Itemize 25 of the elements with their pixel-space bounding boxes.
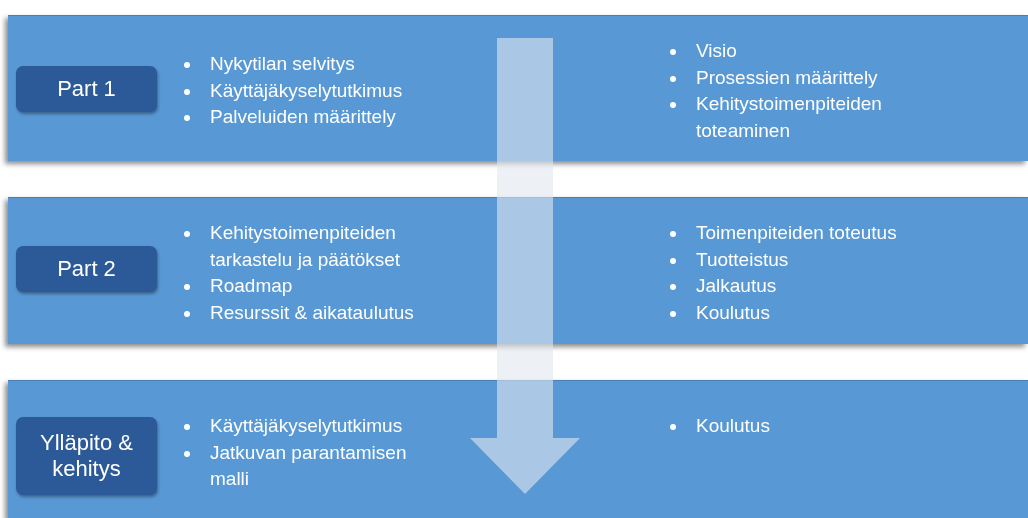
bullet-item: Toimenpiteiden toteutus	[696, 222, 897, 243]
stage-band	[8, 380, 1028, 518]
stage-title: Part 1	[57, 75, 116, 103]
bullet-item: Koulutus	[696, 415, 770, 436]
bullet-item: Käyttäjäkyselytutkimus	[210, 415, 403, 436]
stage-band	[8, 15, 1028, 161]
bullet-item: Jatkuvan parantamisen malli	[210, 441, 407, 489]
stage-label	[16, 246, 157, 292]
stage-title: Part 2	[57, 255, 116, 283]
bullet-item: Käyttäjäkyselytutkimus	[210, 79, 403, 101]
bullet-item: Kehitystoimenpiteiden toteaminen	[696, 93, 882, 141]
bullet-item: Kehitystoimenpiteiden tarkastelu ja päätökset	[210, 222, 401, 270]
bullet-item: Tuotteistus	[696, 248, 789, 270]
bullet-item: Jalkautus	[696, 275, 777, 296]
bullet-item: Resurssit & aikataulutus	[210, 301, 414, 323]
bullet-item: Koulutus	[696, 301, 770, 323]
bullet-item: Visio	[696, 40, 737, 61]
bullet-item: Roadmap	[210, 275, 293, 296]
stage-band	[8, 197, 1028, 344]
stage-label	[16, 66, 157, 112]
bullet-item: Prosessien määrittely	[696, 66, 878, 88]
stage-label	[16, 417, 157, 495]
bullet-item: Nykytilan selvitys	[210, 53, 355, 74]
stage-title: Ylläpito & kehitys	[39, 429, 134, 483]
bullet-item: Palveluiden määrittely	[210, 106, 396, 127]
